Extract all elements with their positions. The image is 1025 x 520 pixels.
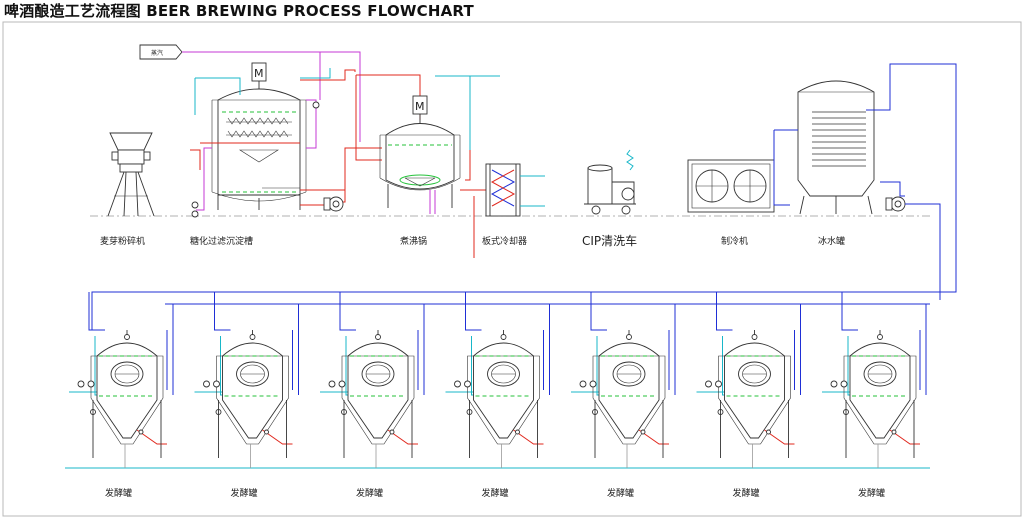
label-boiling-kettle: 煮沸锅	[400, 235, 427, 247]
fermenter-label: 发酵罐	[858, 487, 885, 499]
fermenter-label: 发酵罐	[482, 487, 509, 499]
fermenter-label: 发酵罐	[356, 487, 383, 499]
fermenter-label: 发酵罐	[607, 487, 634, 499]
fermenter-tank: 发酵罐	[194, 292, 299, 499]
label-cip-cart: CIP清洗车	[582, 233, 637, 248]
fermenter-tank: 发酵罐	[69, 292, 174, 499]
wort-pump-1	[323, 196, 344, 212]
steam-inlet: 蒸汽	[139, 44, 361, 142]
agitator-motor-2: M	[415, 100, 425, 113]
agitator-motor-1: M	[254, 67, 264, 80]
cip-cart	[584, 149, 636, 215]
ice-water-pump	[885, 196, 906, 212]
fermenter-tank: 发酵罐	[445, 292, 550, 499]
label-malt-mill: 麦芽粉碎机	[100, 235, 145, 247]
fermenter-tank: 发酵罐	[320, 292, 425, 499]
boiling-kettle: M	[379, 95, 461, 208]
label-mash-lauter-tank: 糖化过滤沉淀槽	[190, 235, 253, 247]
label-chiller: 制冷机	[721, 235, 748, 247]
ice-water-tank	[797, 80, 875, 215]
label-plate-cooler: 板式冷却器	[482, 235, 527, 247]
fermenter-label: 发酵罐	[733, 487, 760, 499]
diagram-frame	[2, 21, 1022, 517]
fermenter-label: 发酵罐	[231, 487, 258, 499]
fermenter-row: 发酵罐 发酵罐 发酵罐 发酵罐 发酵罐 发酵罐 发酵罐	[69, 292, 927, 499]
fermenter-label: 发酵罐	[105, 487, 132, 499]
plate-cooler	[485, 163, 521, 217]
page-title: 啤酒酿造工艺流程图 BEER BREWING PROCESS FLOWCHART	[4, 2, 474, 20]
fermenter-tank: 发酵罐	[822, 292, 927, 499]
mash-lauter-tank: M	[211, 62, 307, 210]
fermenter-tank: 发酵罐	[571, 292, 676, 499]
label-ice-water-tank: 冰水罐	[818, 235, 845, 247]
chiller-unit	[687, 159, 775, 213]
fermenter-tank: 发酵罐	[696, 292, 801, 499]
steam-label: 蒸汽	[151, 49, 163, 57]
malt-mill	[107, 132, 155, 217]
